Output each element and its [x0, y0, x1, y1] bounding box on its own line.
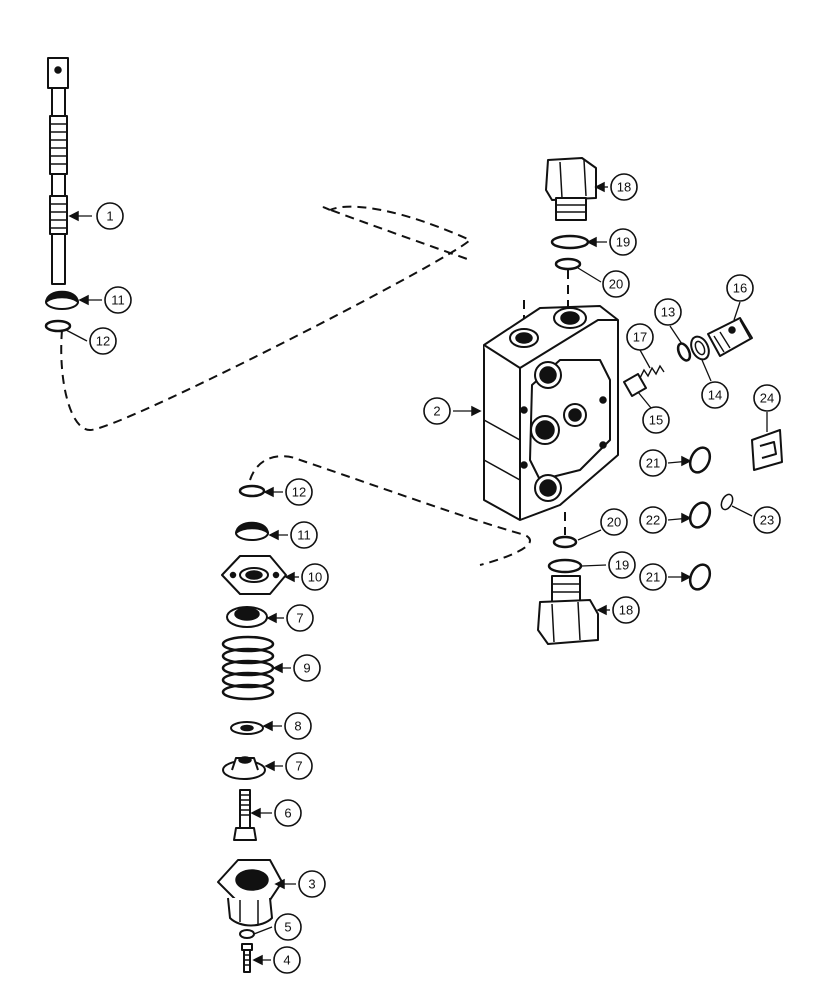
callout-16: 16: [726, 274, 754, 321]
leader-arrowheads: [68, 181, 692, 966]
cap-part-11-upper: [45, 290, 79, 310]
cap-housing-part-3: [217, 859, 283, 927]
svg-text:12: 12: [292, 485, 306, 500]
svg-text:8: 8: [294, 719, 301, 734]
callout-17: 17: [626, 323, 654, 369]
callout-22: 22: [639, 506, 691, 534]
svg-text:16: 16: [733, 281, 747, 296]
callout-1: 1: [70, 202, 124, 230]
o-ring-part-12-lower: [238, 484, 266, 498]
svg-text:4: 4: [283, 953, 290, 968]
washer-part-8: [230, 721, 264, 735]
cap-part-11-lower: [235, 521, 269, 541]
bolt-part-6: [233, 789, 257, 841]
svg-text:12: 12: [96, 334, 110, 349]
callout-15: 15: [637, 391, 670, 434]
callout-3: 3: [276, 870, 326, 898]
plug-part-18-upper: [545, 157, 597, 221]
plug-part-18-lower: [537, 575, 599, 645]
spring-seat-part-7-upper: [226, 606, 268, 628]
svg-text:11: 11: [111, 293, 125, 308]
svg-text:15: 15: [649, 413, 663, 428]
spring-part-9: [221, 635, 275, 701]
callout-19-upper: 19: [588, 228, 637, 256]
label-part-24: [751, 429, 783, 471]
spring-seat-part-7-lower: [222, 756, 266, 780]
callout-14: 14: [701, 359, 729, 409]
callout-20-lower: 20: [577, 508, 628, 541]
o-ring-part-20-lower: [552, 535, 578, 549]
svg-text:7: 7: [295, 759, 302, 774]
spool-part-1: [47, 57, 69, 285]
callout-19-lower: 19: [581, 551, 636, 579]
callout-12-upper: 12: [65, 327, 117, 355]
callout-21-upper: 21: [639, 449, 691, 477]
callout-23: 23: [731, 505, 781, 534]
callout-7-upper: 7: [268, 604, 314, 632]
washer-part-5: [239, 929, 255, 939]
callout-8: 8: [264, 712, 312, 740]
svg-text:6: 6: [284, 806, 291, 821]
svg-text:21: 21: [646, 456, 660, 471]
callout-2: 2: [423, 397, 480, 425]
poppet-part-15: [623, 373, 647, 397]
svg-text:9: 9: [303, 661, 310, 676]
svg-text:11: 11: [297, 528, 311, 543]
flange-part-10: [221, 555, 287, 595]
callout-4: 4: [254, 946, 301, 974]
svg-text:19: 19: [616, 235, 630, 250]
svg-text:21: 21: [646, 570, 660, 585]
svg-text:13: 13: [661, 305, 675, 320]
svg-text:19: 19: [615, 558, 629, 573]
o-ring-part-21-lower: [688, 563, 712, 591]
spring-part-17: [639, 364, 665, 379]
svg-text:18: 18: [617, 180, 631, 195]
svg-text:3: 3: [308, 877, 315, 892]
callout-24: 24: [753, 384, 781, 432]
svg-text:22: 22: [646, 513, 660, 528]
svg-text:1: 1: [106, 209, 113, 224]
assembly-path-upper-2: [322, 206, 471, 261]
screw-part-4: [241, 943, 253, 973]
relief-valve-part-16: [707, 317, 753, 357]
callout-9: 9: [274, 654, 321, 682]
svg-text:7: 7: [296, 611, 303, 626]
svg-text:20: 20: [607, 515, 621, 530]
o-ring-part-12-upper: [44, 319, 72, 333]
callout-11-upper: 11: [80, 286, 132, 314]
o-ring-part-22: [688, 501, 712, 529]
o-ring-part-20-upper: [554, 257, 582, 271]
callout-18-lower: 18: [598, 596, 640, 624]
callout-13: 13: [654, 298, 683, 345]
callout-7-lower: 7: [266, 752, 313, 780]
o-ring-part-19-upper: [550, 234, 590, 250]
assembly-path-upper: [60, 205, 472, 432]
callout-12-lower: 12: [265, 478, 313, 506]
o-ring-part-21-upper: [688, 446, 712, 474]
svg-text:20: 20: [609, 277, 623, 292]
svg-text:24: 24: [760, 391, 774, 406]
assembly-path-lower: [249, 455, 531, 566]
svg-text:10: 10: [308, 570, 322, 585]
callout-10: 10: [286, 563, 329, 591]
o-ring-part-23: [720, 493, 734, 511]
svg-text:17: 17: [633, 330, 647, 345]
callout-18-upper: 18: [596, 173, 638, 201]
svg-text:23: 23: [760, 513, 774, 528]
svg-text:14: 14: [708, 388, 722, 403]
svg-text:5: 5: [284, 920, 291, 935]
o-ring-part-19-lower: [547, 558, 583, 574]
callout-20-upper: 20: [577, 267, 630, 298]
valve-body-part-2: [483, 305, 619, 521]
callout-11-lower: 11: [270, 521, 318, 549]
callout-5: 5: [253, 913, 302, 941]
o-ring-part-13: [676, 342, 692, 362]
svg-text:18: 18: [619, 603, 633, 618]
ring-part-14: [690, 335, 710, 361]
svg-text:2: 2: [433, 404, 440, 419]
